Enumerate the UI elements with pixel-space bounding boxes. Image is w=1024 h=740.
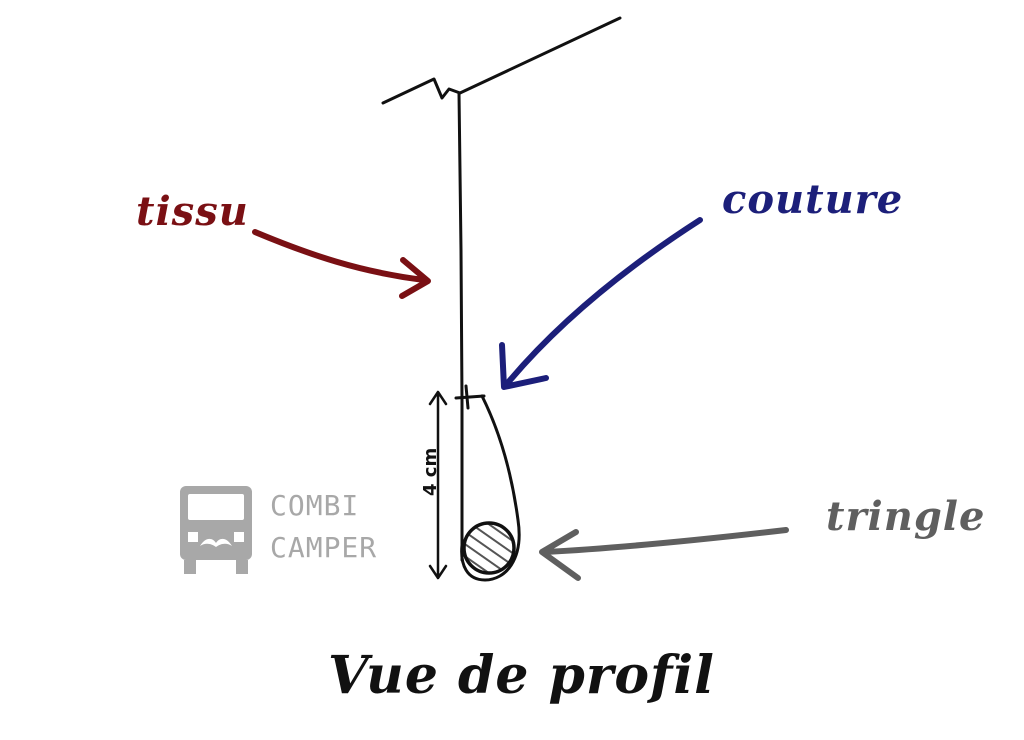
seam-mark	[454, 384, 486, 410]
tissu-label: tissu	[136, 188, 249, 235]
couture-arrow	[499, 217, 703, 390]
combi-camper-logo: COMBI CAMPER	[178, 484, 378, 576]
measure-arrow	[428, 390, 448, 580]
rod-circle	[462, 521, 516, 575]
fabric-line	[457, 91, 464, 562]
roof-line	[381, 16, 622, 105]
logo-line-combi: COMBI	[270, 489, 360, 522]
couture-label: couture	[722, 176, 904, 223]
tissu-arrow	[252, 229, 431, 299]
tringle-arrow	[539, 527, 789, 581]
diagram-title: Vue de profil	[328, 645, 715, 706]
measure-label: 4 cm	[420, 447, 441, 496]
tringle-label: tringle	[826, 493, 986, 540]
van-mustache-icon	[180, 486, 252, 574]
fabric-loop	[460, 394, 521, 582]
logo-line-camper: CAMPER	[270, 531, 378, 564]
